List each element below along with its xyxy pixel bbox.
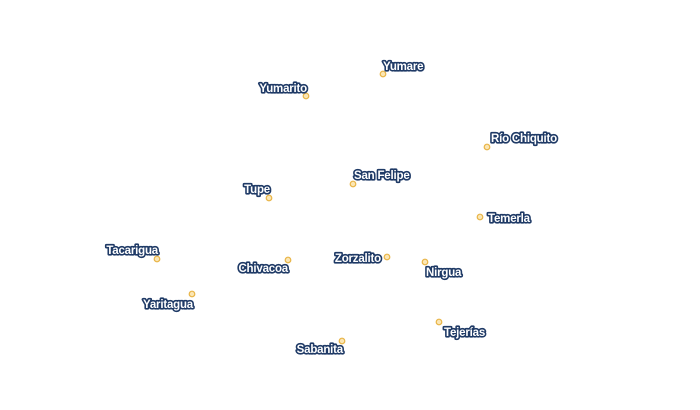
place-label: Tacarigua: [106, 245, 158, 257]
place-label: Zorzalito: [335, 253, 381, 265]
place-san-felipe[interactable]: San Felipe: [349, 168, 411, 188]
place-marker-dot[interactable]: [476, 213, 484, 221]
place-label: Tejerías: [444, 327, 485, 339]
place-marker-dot[interactable]: [188, 290, 196, 298]
place-tejerias[interactable]: Tejerías: [435, 318, 487, 341]
place-marker-dot[interactable]: [349, 180, 357, 188]
place-label: Yumarito: [259, 83, 307, 95]
place-marker-dot[interactable]: [421, 258, 429, 266]
place-temerla[interactable]: Temerla: [476, 211, 532, 227]
place-yumarito[interactable]: Yumarito: [258, 81, 310, 100]
place-chivacoa[interactable]: Chivacoa: [237, 256, 292, 277]
place-zorzalito[interactable]: Zorzalito: [333, 251, 391, 267]
place-label: Yumare: [383, 61, 423, 73]
place-marker-dot[interactable]: [338, 337, 346, 345]
place-marker-dot[interactable]: [153, 255, 161, 263]
place-tacarigua[interactable]: Tacarigua: [105, 243, 161, 263]
place-label: Yaritagua: [143, 299, 194, 311]
place-marker-dot[interactable]: [379, 70, 387, 78]
place-label: Sabanita: [297, 344, 344, 356]
place-label: Chivacoa: [238, 263, 288, 275]
place-marker-dot[interactable]: [265, 194, 273, 202]
place-label: San Felipe: [354, 170, 410, 182]
place-yaritagua[interactable]: Yaritagua: [141, 290, 196, 313]
place-marker-dot[interactable]: [383, 253, 391, 261]
place-yumare[interactable]: Yumare: [379, 59, 425, 78]
place-rio-chiquito[interactable]: Río Chiquito: [483, 131, 559, 151]
place-label: Temerla: [488, 213, 531, 225]
place-marker-dot[interactable]: [483, 143, 491, 151]
place-marker-dot[interactable]: [302, 92, 310, 100]
place-sabanita[interactable]: Sabanita: [295, 337, 346, 358]
place-nirgua[interactable]: Nirgua: [421, 258, 464, 281]
place-marker-dot[interactable]: [284, 256, 292, 264]
place-label: Tupe: [244, 184, 270, 196]
place-label: Nirgua: [426, 267, 462, 279]
place-label: Río Chiquito: [491, 133, 557, 145]
place-marker-dot[interactable]: [435, 318, 443, 326]
place-tupe[interactable]: Tupe: [243, 182, 273, 202]
